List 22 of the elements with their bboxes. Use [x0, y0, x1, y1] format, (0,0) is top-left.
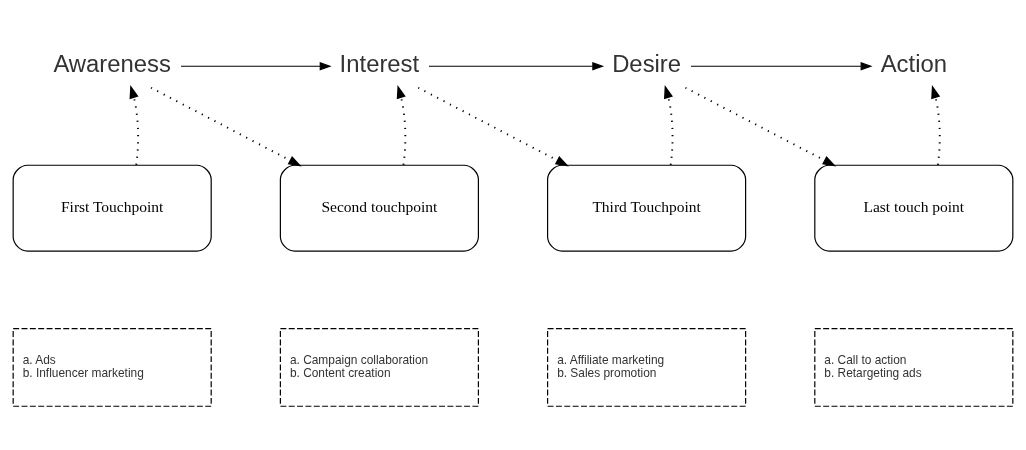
- node-box: a. Affiliate marketing b. Sales promotion: [547, 327, 747, 407]
- node-box: First Touchpoint: [12, 164, 212, 252]
- node-box: a. Call to action b. Retargeting ads: [814, 327, 1014, 407]
- node-text: Interest: [339, 49, 420, 77]
- arrow: [396, 84, 407, 166]
- node-text: Awareness: [53, 49, 171, 77]
- arrow: [180, 61, 332, 70]
- node-text: Action: [880, 49, 947, 77]
- node-box: Second touchpoint: [279, 164, 479, 252]
- arrow: [690, 61, 873, 70]
- arrow: [129, 84, 140, 166]
- arrow: [931, 84, 941, 166]
- arrow: [684, 86, 837, 166]
- arrow: [663, 84, 674, 166]
- node-text: Desire: [612, 49, 682, 77]
- node-box: Third Touchpoint: [547, 164, 747, 252]
- arrow: [417, 86, 569, 166]
- arrow: [150, 86, 302, 166]
- node-box: a. Campaign collaboration b. Content creation: [279, 327, 479, 407]
- node-box: a. Ads b. Influencer marketing: [12, 327, 212, 407]
- node-box: Last touch point: [814, 164, 1014, 252]
- arrow: [428, 61, 605, 70]
